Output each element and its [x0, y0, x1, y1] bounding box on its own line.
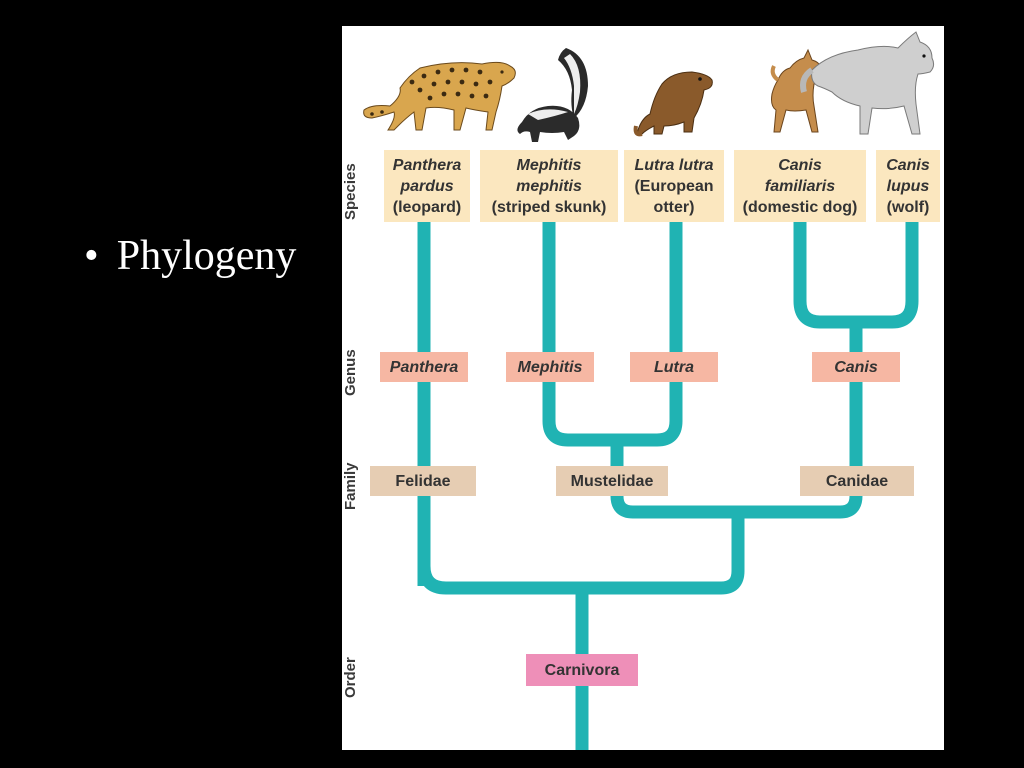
branch-lutra — [617, 222, 683, 447]
species-common-name: (leopard) — [392, 198, 462, 216]
species-name-line: pardus — [400, 177, 454, 195]
skunk-illustration — [517, 48, 588, 142]
branch-mustelidae — [610, 440, 738, 519]
rank-label-family: Family — [342, 462, 359, 510]
species-box-otter: Lutra lutra (European otter) — [624, 150, 724, 222]
otter-illustration — [633, 71, 713, 137]
wolf-illustration — [800, 31, 935, 135]
species-name-line: mephitis — [516, 177, 582, 195]
bullet-text: Phylogeny — [116, 233, 297, 279]
species-name-line: lupus — [886, 177, 930, 195]
leopard-illustration — [363, 61, 516, 131]
species-box-domestic-dog: Canis familiaris (domestic dog) — [734, 150, 866, 222]
branch-mephitis — [542, 222, 617, 447]
rank-label-genus: Genus — [342, 349, 359, 396]
rank-label-species: Species — [342, 163, 359, 220]
species-name-line: Mephitis — [516, 156, 582, 174]
genus-box-canis: Canis — [812, 352, 900, 382]
genus-box-lutra: Lutra — [630, 352, 718, 382]
family-box-felidae: Felidae — [370, 466, 476, 496]
species-common-name: otter) — [653, 198, 695, 216]
branch-canis-lupus — [856, 222, 919, 329]
species-name-line: Canis — [778, 156, 822, 174]
species-common-name: (striped skunk) — [491, 198, 607, 216]
species-common-name: (domestic dog) — [742, 198, 858, 216]
branch-canis-familiaris — [793, 222, 856, 329]
genus-box-panthera: Panthera — [380, 352, 468, 382]
species-name-line: Canis — [886, 156, 930, 174]
bullet-item-phylogeny: • Phylogeny — [84, 232, 296, 280]
bullet-symbol: • — [84, 233, 99, 279]
species-box-wolf: Canis lupus (wolf) — [876, 150, 940, 222]
genus-box-mephitis: Mephitis — [506, 352, 594, 382]
species-name-line: Panthera — [392, 156, 462, 174]
order-box-carnivora: Carnivora — [526, 654, 638, 686]
species-box-skunk: Mephitis mephitis (striped skunk) — [480, 150, 618, 222]
phylogeny-diagram: Species Genus Family Order Panthera pard… — [342, 26, 944, 750]
phylogenetic-tree — [363, 31, 935, 750]
species-name-line: familiaris — [764, 177, 836, 195]
species-common-name: (wolf) — [886, 198, 930, 216]
dog-illustration — [770, 48, 827, 133]
branch-canis-genus — [738, 322, 863, 519]
family-box-mustelidae: Mustelidae — [556, 466, 668, 496]
branch-caniformia — [582, 512, 745, 595]
family-box-canidae: Canidae — [800, 466, 914, 496]
species-name-line: Lutra lutra — [634, 156, 714, 174]
species-box-leopard: Panthera pardus (leopard) — [384, 150, 470, 222]
rank-label-order: Order — [342, 657, 359, 698]
species-common-name: (European — [634, 177, 714, 195]
branch-felidae — [417, 565, 582, 595]
